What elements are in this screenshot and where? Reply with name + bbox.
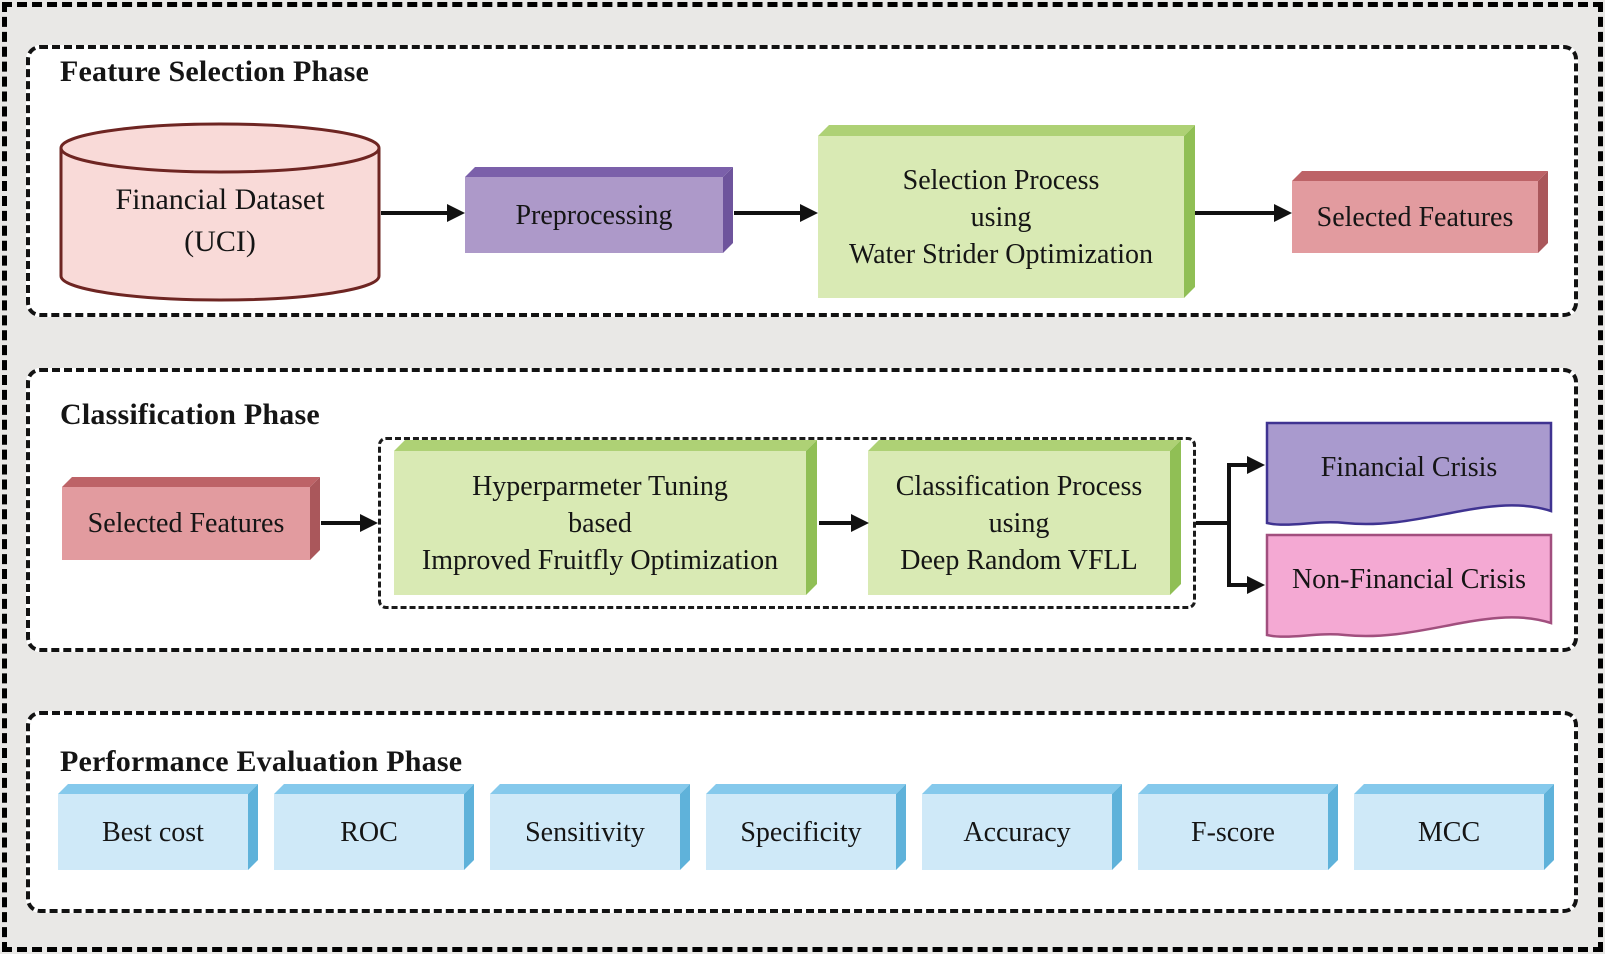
box-side-bevel xyxy=(464,784,474,870)
label-line: ROC xyxy=(340,816,398,848)
box-top-bevel xyxy=(465,167,733,177)
box-side-bevel xyxy=(1538,171,1548,253)
label-line: Sensitivity xyxy=(525,816,645,848)
hyperparameter-tuning-box: Hyperparmeter Tuning based Improved Frui… xyxy=(394,451,806,595)
financial-dataset-label: Financial Dataset (UCI) xyxy=(58,168,382,273)
metric-label: Specificity xyxy=(706,794,896,870)
selected-features-box-2: Selected Features xyxy=(62,487,310,560)
box-top-bevel xyxy=(1354,784,1554,794)
metric-label: ROC xyxy=(274,794,464,870)
selected-features-label: Selected Features xyxy=(62,487,310,560)
classification-process-label: Classification Process using Deep Random… xyxy=(868,451,1170,595)
box-side-bevel xyxy=(896,784,906,870)
label-line: Financial Dataset xyxy=(115,182,325,216)
box-side-bevel xyxy=(248,784,258,870)
selection-process-box: Selection Process using Water Strider Op… xyxy=(818,136,1184,298)
box-side-bevel xyxy=(1184,125,1195,298)
metric-box-best-cost: Best cost xyxy=(58,794,248,870)
classifier-dashed-group xyxy=(378,437,1196,609)
preprocessing-box: Preprocessing xyxy=(465,177,723,253)
box-top-bevel xyxy=(818,125,1195,136)
label-line: Hyperparmeter Tuning xyxy=(472,470,728,502)
arrow-preprocessing-to-selection xyxy=(734,211,800,215)
label-line: Water Strider Optimization xyxy=(848,238,1154,270)
non-financial-crisis-label: Non-Financial Crisis xyxy=(1265,535,1553,625)
label-line: using xyxy=(970,201,1032,233)
label-line: Preprocessing xyxy=(515,199,673,231)
selected-features-label: Selected Features xyxy=(1292,181,1538,253)
box-top-bevel xyxy=(62,477,320,487)
financial-crisis-label: Financial Crisis xyxy=(1265,423,1553,513)
box-side-bevel xyxy=(1328,784,1338,870)
arrow-tuning-to-classification xyxy=(819,521,851,525)
label-line: Selected Features xyxy=(87,508,285,539)
metric-box-roc: ROC xyxy=(274,794,464,870)
metric-box-mcc: MCC xyxy=(1354,794,1544,870)
box-top-bevel xyxy=(490,784,690,794)
label-line: Non-Financial Crisis xyxy=(1291,564,1527,595)
label-line: Deep Random VFLL xyxy=(900,544,1138,576)
label-line: Selected Features xyxy=(1316,201,1514,233)
arrow-to-financial-crisis xyxy=(1229,463,1247,467)
box-side-bevel xyxy=(806,440,817,595)
metric-label: Best cost xyxy=(58,794,248,870)
feature-selection-phase-title: Feature Selection Phase xyxy=(60,55,369,88)
arrow-selection-to-selected-features xyxy=(1195,211,1274,215)
label-line: Classification Process xyxy=(895,470,1143,502)
box-top-bevel xyxy=(868,440,1181,451)
metric-box-specificity: Specificity xyxy=(706,794,896,870)
box-side-bevel xyxy=(1170,440,1181,595)
selected-features-box: Selected Features xyxy=(1292,181,1538,253)
label-line: (UCI) xyxy=(184,224,256,258)
non-financial-crisis-doc-shape xyxy=(1265,533,1553,638)
metric-label: F-score xyxy=(1138,794,1328,870)
box-top-bevel xyxy=(1138,784,1338,794)
box-side-bevel xyxy=(723,167,733,253)
label-line: using xyxy=(988,507,1050,539)
box-top-bevel xyxy=(706,784,906,794)
metric-box-sensitivity: Sensitivity xyxy=(490,794,680,870)
box-side-bevel xyxy=(1544,784,1554,870)
box-top-bevel xyxy=(274,784,474,794)
arrow-to-non-financial-crisis xyxy=(1229,583,1247,587)
label-line: based xyxy=(568,507,632,539)
arrow-selected-features-to-tuning xyxy=(321,521,360,525)
box-side-bevel xyxy=(1112,784,1122,870)
box-side-bevel xyxy=(680,784,690,870)
classification-process-box: Classification Process using Deep Random… xyxy=(868,451,1170,595)
branch-vertical-line xyxy=(1227,463,1231,587)
box-side-bevel xyxy=(310,477,320,560)
metric-box-accuracy: Accuracy xyxy=(922,794,1112,870)
label-line: Best cost xyxy=(102,816,204,848)
box-top-bevel xyxy=(394,440,817,451)
label-line: F-score xyxy=(1191,816,1275,848)
box-top-bevel xyxy=(1292,171,1548,181)
preprocessing-label: Preprocessing xyxy=(465,177,723,253)
metric-label: Accuracy xyxy=(922,794,1112,870)
arrow-dataset-to-preprocessing xyxy=(381,211,447,215)
label-line: MCC xyxy=(1417,816,1481,848)
label-line: Selection Process xyxy=(902,164,1100,196)
branch-stem-line xyxy=(1196,521,1229,525)
database-cylinder-shape xyxy=(59,122,381,302)
metric-box-f-score: F-score xyxy=(1138,794,1328,870)
selection-process-label: Selection Process using Water Strider Op… xyxy=(818,136,1184,298)
metric-label: MCC xyxy=(1354,794,1544,870)
classification-phase-title: Classification Phase xyxy=(60,398,320,431)
box-top-bevel xyxy=(922,784,1122,794)
metric-label: Sensitivity xyxy=(490,794,680,870)
label-line: Improved Fruitfly Optimization xyxy=(421,544,779,576)
hyperparameter-tuning-label: Hyperparmeter Tuning based Improved Frui… xyxy=(394,451,806,595)
label-line: Specificity xyxy=(740,816,862,848)
performance-evaluation-phase-title: Performance Evaluation Phase xyxy=(60,745,463,778)
label-line: Financial Crisis xyxy=(1320,452,1498,483)
label-line: Accuracy xyxy=(963,816,1071,848)
box-top-bevel xyxy=(58,784,258,794)
financial-crisis-doc-shape xyxy=(1265,421,1553,526)
